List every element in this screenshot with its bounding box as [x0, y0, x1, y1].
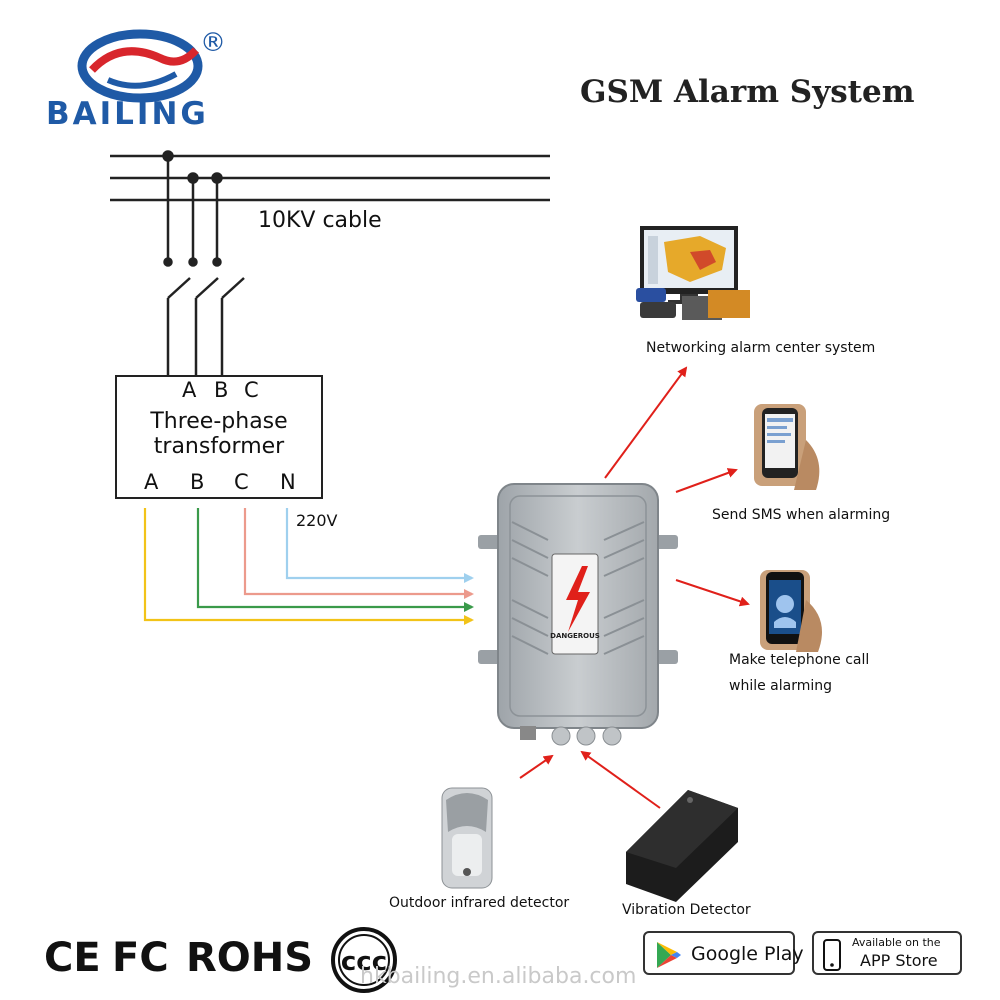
vibration-caption: Vibration Detector — [622, 902, 751, 918]
watermark: hkbailing.en.alibaba.com — [360, 964, 637, 989]
transformer-output-c: C — [234, 470, 249, 494]
infrared-caption: Outdoor infrared detector — [389, 895, 570, 911]
app-store-line1: Available on the — [852, 936, 941, 949]
phase-wires — [143, 508, 474, 625]
phone-sms-icon — [754, 404, 820, 490]
vibration-detector-icon — [626, 790, 738, 902]
transformer-input-a: A — [182, 378, 197, 402]
sms-caption: Send SMS when alarming — [712, 507, 891, 523]
fc-mark: FC — [112, 935, 169, 981]
infrared-detector-icon — [441, 787, 493, 889]
google-play-label: Google Play — [691, 943, 804, 965]
apple-icon — [823, 939, 841, 971]
play-store-icon — [657, 942, 681, 968]
voltage-label: 220V — [296, 511, 338, 530]
call-caption-line1: Make telephone call — [729, 652, 870, 668]
transformer-output-n: N — [280, 470, 296, 494]
svg-text:ccc: ccc — [341, 947, 387, 977]
disconnect-switches — [166, 277, 245, 375]
call-caption-line2: while alarming — [729, 678, 833, 694]
transformer-output-b: B — [190, 470, 205, 494]
computer-icon — [636, 226, 750, 320]
transformer-name-line2: transformer — [153, 434, 285, 459]
cable-label: 10KV cable — [258, 208, 382, 233]
phase-taps — [162, 150, 223, 267]
device-warning-label: DANGEROUS — [550, 632, 600, 640]
network-caption: Networking alarm center system — [646, 340, 876, 356]
power-lines — [110, 154, 550, 202]
transformer-input-b: B — [214, 378, 229, 402]
lightning-icon — [566, 566, 590, 632]
transformer-input-c: C — [244, 378, 259, 402]
brand-name: BAILING — [46, 96, 209, 132]
google-play-badge[interactable]: Google Play — [643, 931, 804, 975]
rohs-mark: ROHS — [186, 935, 314, 981]
alarm-device — [478, 483, 678, 746]
phone-call-icon — [760, 570, 822, 652]
transformer-output-a: A — [144, 470, 159, 494]
page-title: GSM Alarm System — [580, 74, 915, 110]
app-store-badge[interactable]: Available on the APP Store — [812, 931, 962, 975]
transformer-box — [115, 375, 323, 499]
bailing-logo-icon — [77, 29, 203, 103]
transformer-name-line1: Three-phase — [150, 409, 288, 434]
app-store-line2: APP Store — [860, 951, 938, 970]
ce-mark: CE — [44, 935, 101, 981]
ccc-mark-icon: ccc — [331, 927, 397, 993]
registered-mark: ® — [200, 28, 226, 58]
output-arrows — [519, 366, 750, 809]
